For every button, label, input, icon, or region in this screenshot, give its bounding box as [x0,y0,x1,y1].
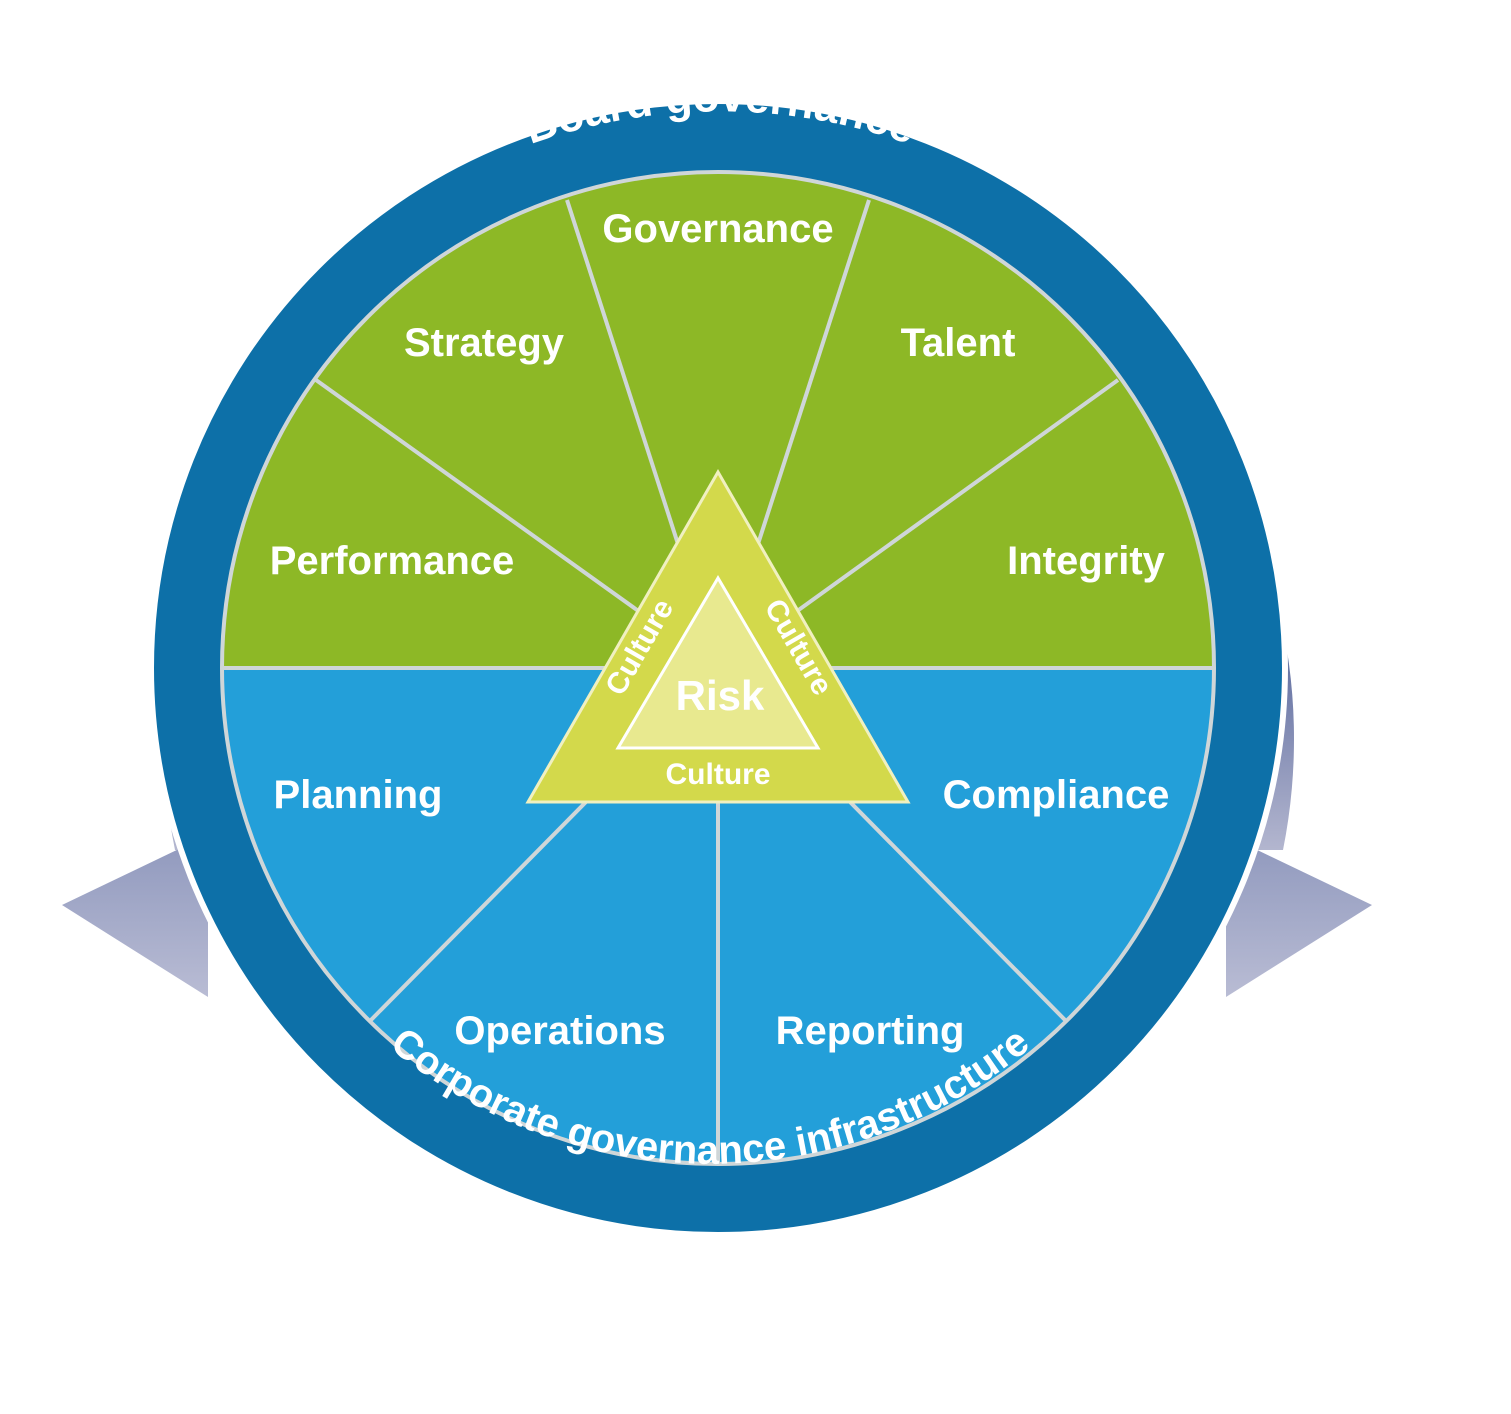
segment-label-compliance: Compliance [943,773,1170,817]
right-arrow-head [1226,835,1372,997]
segment-label-operations: Operations [454,1009,665,1053]
segment-label-talent: Talent [901,321,1016,365]
segment-label-reporting: Reporting [776,1009,965,1053]
culture-label-bottom: Culture [666,758,771,791]
risk-label: Risk [676,672,765,719]
segment-label-strategy: Strategy [404,321,565,365]
segment-label-governance: Governance [602,207,833,251]
infrastructure-ring-white-outline [148,98,1288,1238]
segment-label-performance: Performance [270,539,515,583]
segment-label-planning: Planning [274,773,443,817]
segment-label-integrity: Integrity [1007,539,1166,583]
upper-half-green [222,172,1214,668]
left-arrow-head [62,835,208,997]
risk-triangle [615,575,821,750]
board-governance-ring [62,174,1372,997]
